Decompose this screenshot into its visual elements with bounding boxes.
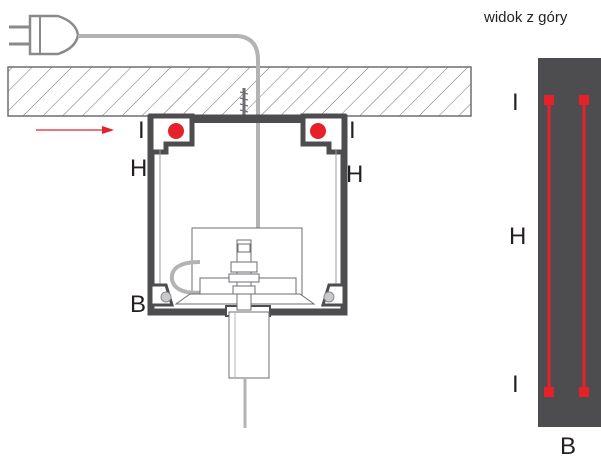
top-view-label-top: I <box>512 89 519 116</box>
plug-icon <box>9 14 80 56</box>
profile-side-view <box>147 113 348 317</box>
top-view-label-mid: H <box>509 223 526 250</box>
arrow-right-icon <box>36 126 114 134</box>
power-cable <box>78 34 260 228</box>
top-view-title: widok z góry <box>483 9 568 26</box>
label-left-top: I <box>138 117 145 144</box>
led-point-left <box>168 123 184 139</box>
profile-top-view <box>538 58 601 427</box>
label-right-top: I <box>349 117 356 144</box>
label-right-mid: H <box>346 161 363 188</box>
ceiling-screw <box>239 88 249 116</box>
top-view-label-base: B <box>560 433 576 459</box>
mount-point-right <box>323 291 335 303</box>
lamp-fixture <box>169 227 316 428</box>
mount-point-left <box>160 291 172 303</box>
ceiling-slab <box>7 66 472 117</box>
led-point-right <box>310 123 326 139</box>
label-left-mid: H <box>130 155 147 182</box>
label-bottom-left: B <box>130 291 146 318</box>
top-view-label-bottom: I <box>512 371 519 398</box>
